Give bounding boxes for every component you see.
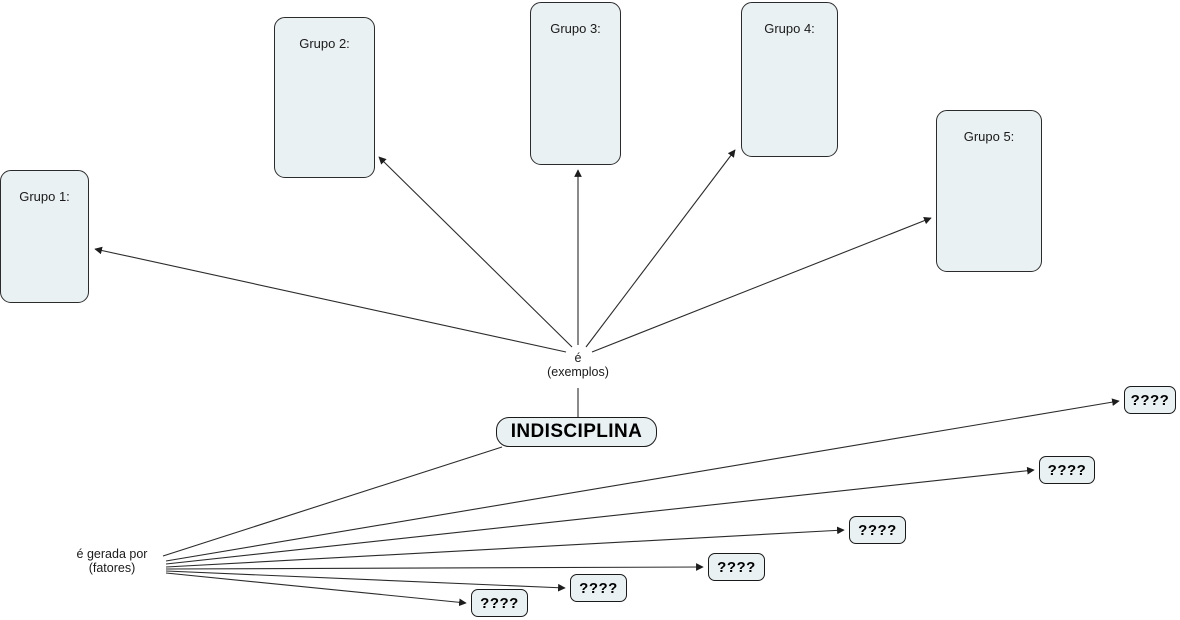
relation-label-exemplos-line1: é	[574, 351, 582, 365]
edge-fatores-to-factor-6	[165, 572, 467, 607]
edge-exemplos-to-grupo2	[378, 156, 573, 348]
group-box-2-label: Grupo 2:	[299, 36, 350, 51]
group-box-2[interactable]: Grupo 2:	[274, 17, 375, 178]
factor-node-3[interactable]: ????	[849, 516, 906, 544]
edge-exemplos-to-grupo5	[591, 216, 932, 353]
relation-label-fatores-line2: (fatores)	[88, 561, 136, 575]
edge-indisciplina-to-fatores	[162, 446, 503, 557]
relation-label-fatores: é gerada por (fatores)	[62, 547, 162, 575]
factor-node-4[interactable]: ????	[708, 553, 765, 581]
edge-fatores-to-factor-4	[165, 563, 704, 571]
edge-exemplos-to-grupo4	[585, 149, 736, 348]
group-box-4-label: Grupo 4:	[764, 21, 815, 36]
factor-node-6[interactable]: ????	[471, 589, 528, 617]
factor-node-5[interactable]: ????	[570, 574, 627, 602]
relation-label-fatores-line1: é gerada por	[76, 547, 148, 561]
edge-fatores-to-factor-5	[165, 570, 566, 592]
relation-label-exemplos: é (exemplos)	[518, 351, 638, 379]
group-box-5-label: Grupo 5:	[963, 129, 1015, 144]
group-box-4[interactable]: Grupo 4:	[741, 2, 838, 157]
group-box-3-label: Grupo 3:	[550, 21, 601, 36]
group-box-5[interactable]: Grupo 5:	[936, 110, 1042, 272]
relation-label-exemplos-line2: (exemplos)	[547, 365, 609, 379]
factor-node-1[interactable]: ????	[1124, 386, 1176, 414]
edge-exemplos-to-grupo1	[94, 246, 567, 353]
group-box-1[interactable]: Grupo 1:	[0, 170, 89, 303]
group-box-1-label: Grupo 1:	[19, 189, 70, 204]
central-node-indisciplina[interactable]: INDISCIPLINA	[496, 417, 657, 447]
factor-node-2[interactable]: ????	[1039, 456, 1095, 484]
group-box-3[interactable]: Grupo 3:	[530, 2, 621, 165]
